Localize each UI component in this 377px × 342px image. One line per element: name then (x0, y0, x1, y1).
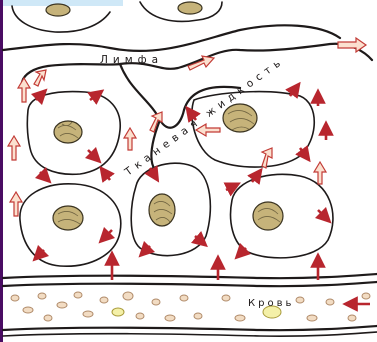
red-blood-cell-icon (136, 313, 144, 319)
red-blood-cell-icon (23, 307, 33, 313)
red-filled-arrow-icon (88, 150, 96, 158)
red-blood-cell-icon (307, 315, 317, 321)
nucleus-icon (253, 202, 283, 230)
nucleus-icon (178, 2, 202, 14)
leukocyte-icon (112, 308, 124, 316)
red-filled-arrow-icon (104, 230, 112, 238)
capillary-lower-wall-outer (3, 332, 377, 336)
hollow-arrow-icon (8, 136, 20, 160)
red-blood-cell-icon (296, 297, 304, 303)
red-blood-cell-icon (165, 315, 175, 321)
tissue-fluid-label-group: Тканевая жидкость (122, 55, 287, 179)
red-blood-cell-icon (222, 295, 230, 301)
hollow-arrow-icon (314, 162, 326, 184)
red-blood-cell-icon (348, 315, 356, 321)
red-filled-arrow-icon (226, 186, 234, 190)
red-blood-cell-icon (11, 295, 19, 301)
red-blood-cell-icon (180, 295, 188, 301)
red-blood-cell-icon (194, 313, 202, 319)
red-blood-cell-icon (123, 292, 133, 300)
hollow-arrow-icon (18, 78, 30, 102)
red-filled-arrow-icon (104, 172, 110, 180)
capillary-upper-wall (3, 274, 377, 278)
red-blood-cell-icon (152, 299, 160, 305)
red-blood-cell-icon (74, 292, 82, 298)
nucleus-icon (54, 121, 82, 143)
red-blood-cell-icon (83, 311, 93, 317)
red-filled-arrow-icon (195, 236, 202, 242)
hollow-arrow-icon (34, 70, 46, 86)
red-blood-cell-icon (44, 315, 52, 321)
tissue-fluid-label: Тканевая жидкость (122, 55, 287, 179)
blood-label: Кровь (248, 298, 294, 309)
hollow-arrow-icon (338, 38, 366, 52)
red-blood-cell-icon (100, 297, 108, 303)
red-blood-cell-icon (38, 293, 46, 299)
lymph-vessel-upper-wall (3, 25, 340, 51)
red-filled-arrow-icon (90, 94, 98, 100)
capillary-upper-wall-inner (3, 282, 377, 286)
red-filled-arrow-icon (38, 250, 44, 256)
red-blood-cell-icon (326, 299, 334, 305)
red-filled-arrow-icon (318, 210, 326, 218)
nucleus-icon (149, 194, 175, 226)
hollow-arrow-icon (262, 148, 272, 168)
nucleus-icon (223, 104, 257, 132)
hollow-arrow-icon (124, 128, 136, 150)
lymph-label: Лимфа (100, 54, 163, 66)
red-blood-cell-icon (362, 293, 370, 299)
capillary-lower-wall (3, 326, 377, 330)
red-blood-cell-icon (57, 302, 67, 308)
blood-cells (11, 292, 370, 321)
nucleus-icon (53, 206, 83, 230)
left-edge-bar (0, 0, 3, 342)
red-blood-cell-icon (235, 315, 245, 321)
red-filled-arrow-icon (40, 172, 46, 178)
nucleus-icon (46, 4, 70, 16)
